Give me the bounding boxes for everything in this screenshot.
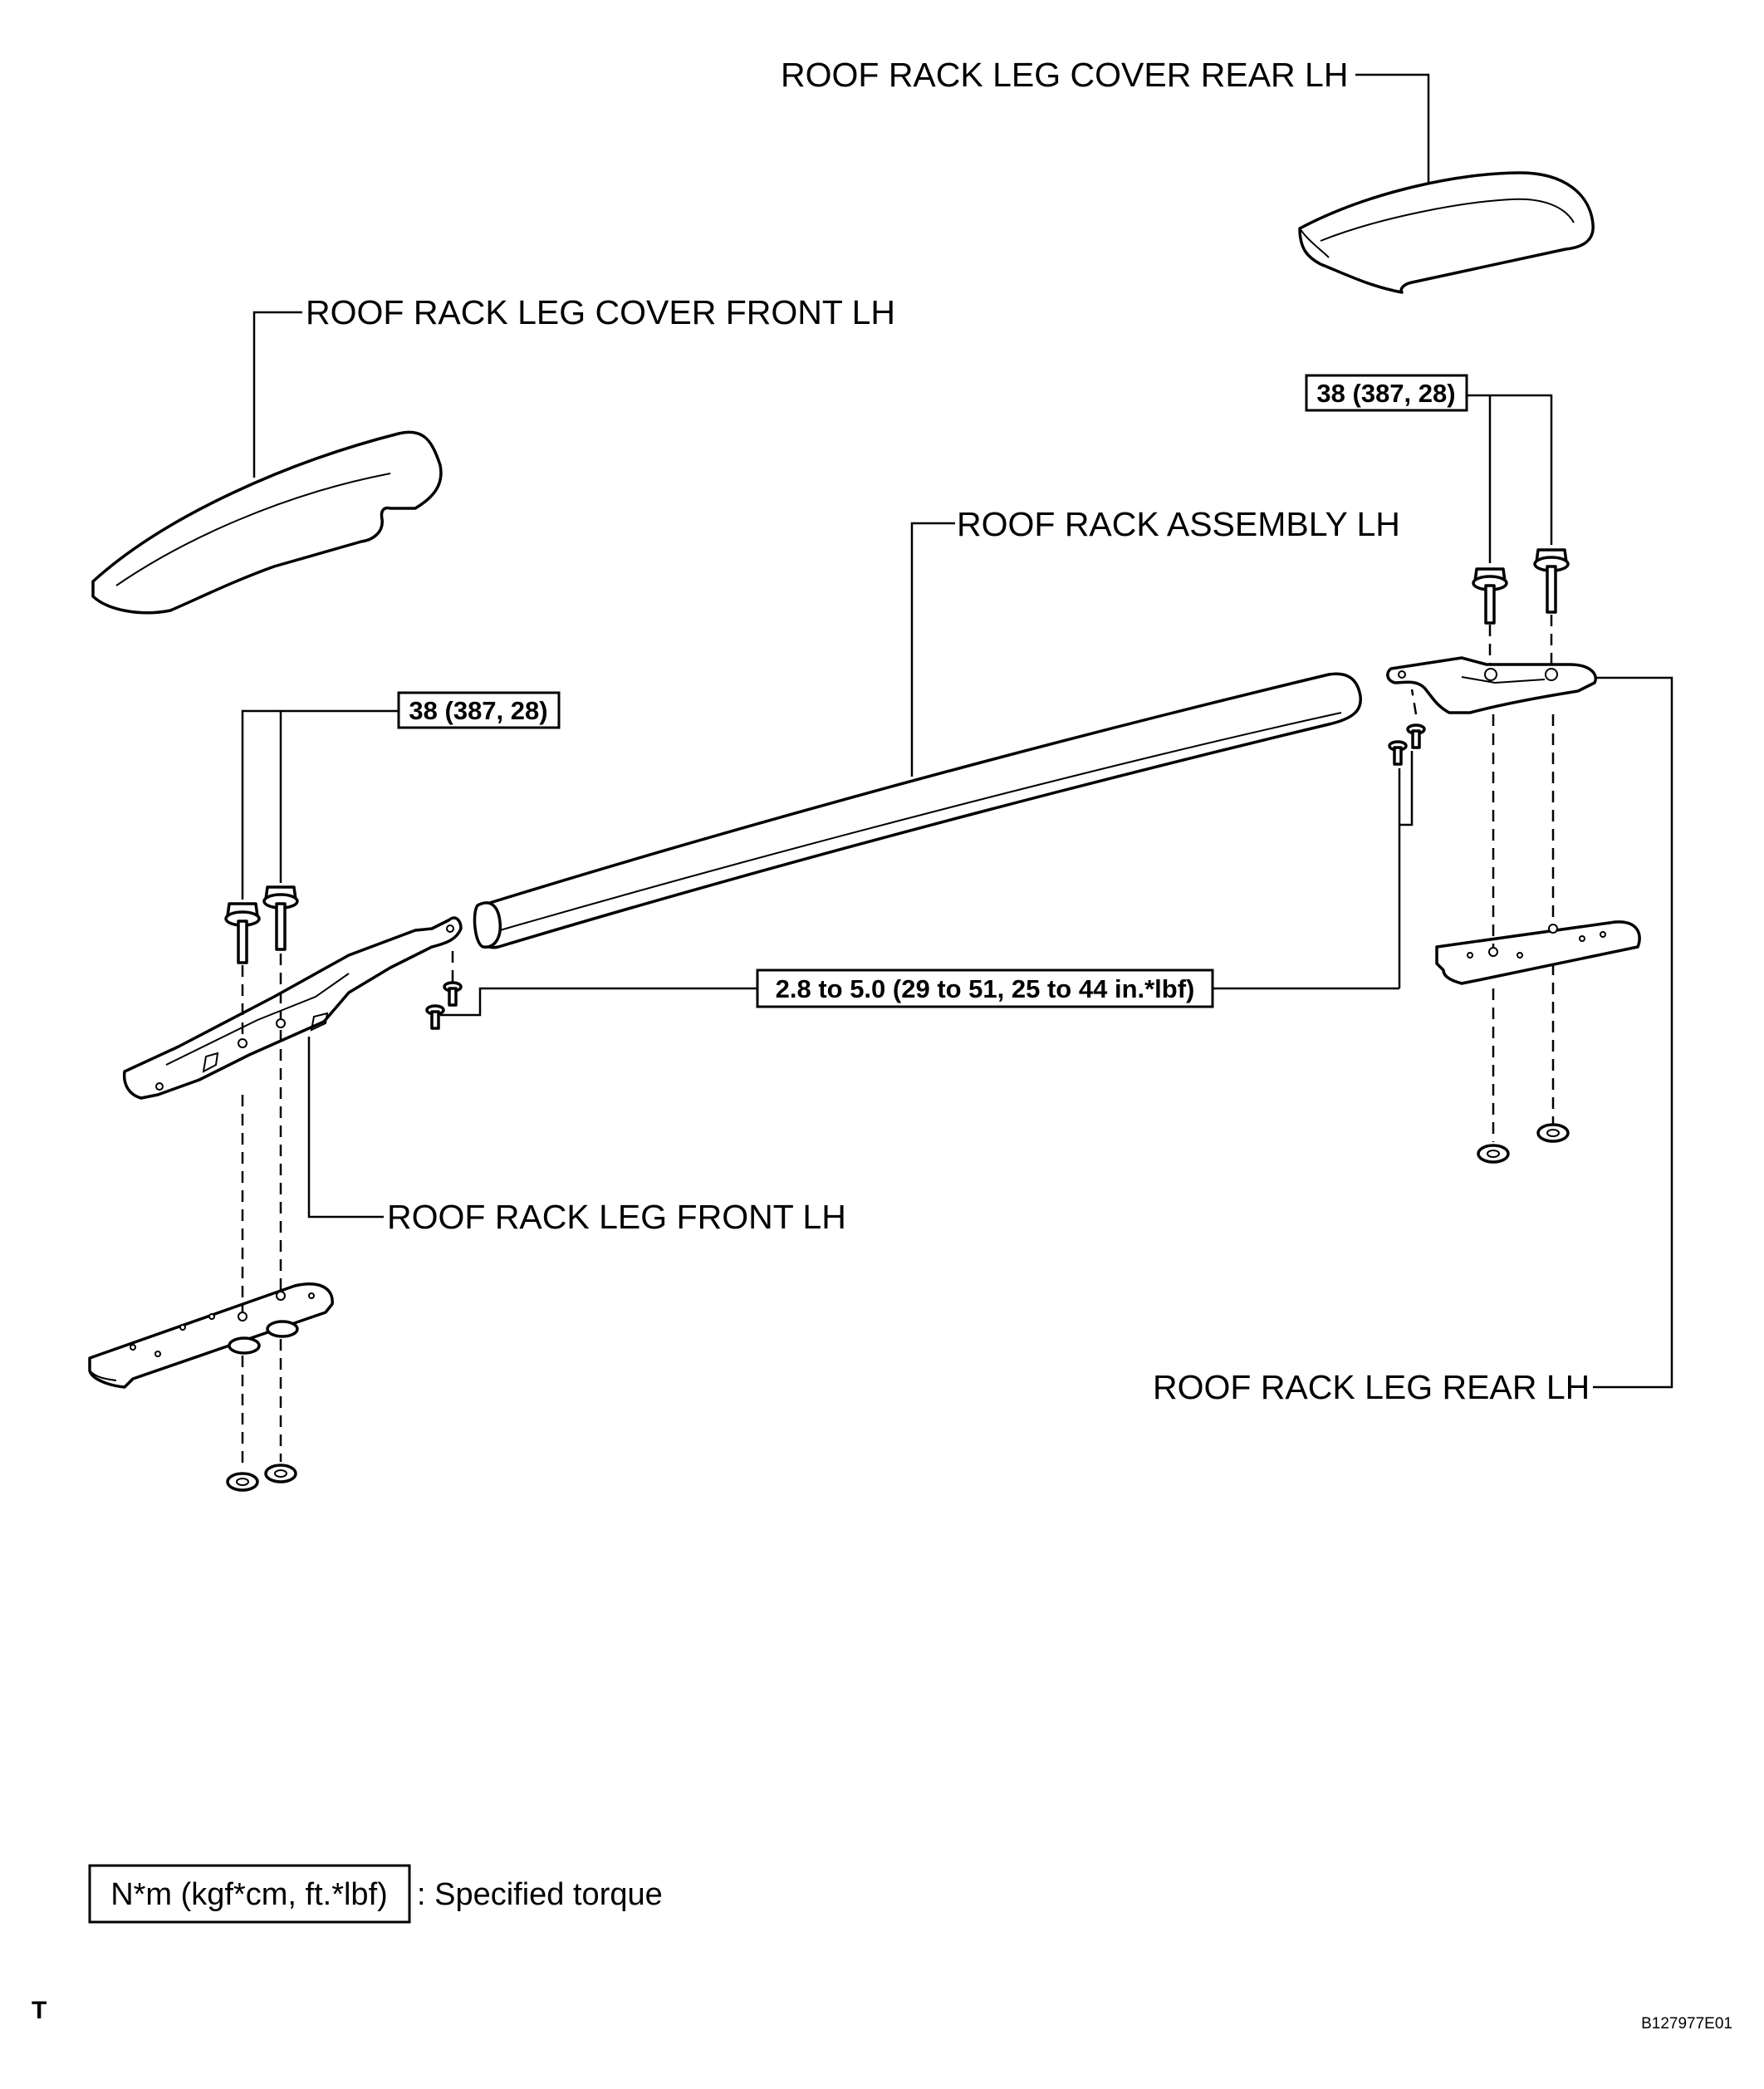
screw-rear-2 — [1406, 723, 1426, 749]
label-assembly: ROOF RACK ASSEMBLY LH — [957, 505, 1400, 543]
hole-icon — [1545, 668, 1558, 681]
rear-base-plate — [1435, 920, 1641, 985]
hole-icon — [1517, 952, 1523, 959]
hole-icon — [1398, 670, 1406, 679]
leader-screws-front — [440, 987, 757, 1017]
leg-cover-rear — [1298, 171, 1595, 294]
centerline — [1410, 689, 1418, 715]
label-cover-front: ROOF RACK LEG COVER FRONT LH — [306, 293, 895, 331]
bolt-front-1 — [224, 902, 261, 964]
hole-icon — [1600, 931, 1606, 938]
torque-box-rear — [1305, 374, 1468, 412]
hole-icon — [154, 1351, 161, 1357]
hole-icon — [130, 1344, 136, 1351]
torque-rack: 2.8 to 5.0 (29 to 51, 25 to 44 in.*lbf) — [776, 974, 1195, 1003]
legend-unit: N*m (kgf*cm, ft.*lbf) — [110, 1877, 388, 1912]
hole-icon — [308, 1292, 315, 1299]
nut-rear-1 — [1477, 1144, 1510, 1164]
legend-box — [88, 1864, 411, 1924]
screw-front-1 — [425, 1004, 445, 1030]
figure-code: B127977E01 — [1641, 2015, 1732, 2033]
screw-rear-1 — [1388, 740, 1408, 766]
hole-icon — [446, 924, 454, 933]
label-cover-rear: ROOF RACK LEG COVER REAR LH — [781, 56, 1348, 94]
nut-front-1 — [226, 1472, 259, 1492]
hole-icon — [208, 1313, 215, 1320]
bolt-rear-2 — [1533, 548, 1570, 614]
nut-rear-2 — [1536, 1123, 1570, 1143]
hole-icon — [155, 1082, 164, 1091]
hole-icon — [276, 1018, 286, 1028]
legend-meaning: : Specified torque — [417, 1877, 663, 1912]
corner-mark: T — [32, 1997, 47, 2024]
leg-front-bracket — [122, 916, 463, 1100]
hole-icon — [238, 1312, 247, 1322]
leader-assembly — [910, 522, 955, 777]
hole-icon — [276, 1291, 286, 1301]
torque-rear: 38 (387, 28) — [1316, 379, 1455, 408]
nut-front-2 — [264, 1464, 297, 1483]
hole-icon — [1579, 935, 1585, 942]
leader-cover-rear — [1355, 73, 1430, 184]
roof-rack-assembly — [473, 672, 1362, 949]
leader-cover-front — [252, 311, 302, 478]
hole-icon — [238, 1038, 247, 1048]
hole-icon — [1488, 947, 1498, 957]
leader-torque-front — [241, 709, 399, 900]
screw-front-2 — [443, 981, 463, 1007]
front-base-plate — [88, 1282, 334, 1389]
leader-screws-rear — [1398, 751, 1414, 826]
label-leg-front: ROOF RACK LEG FRONT LH — [387, 1198, 846, 1236]
label-leg-rear: ROOF RACK LEG REAR LH — [1153, 1368, 1590, 1406]
leader-torque-rear — [1467, 394, 1553, 545]
torque-box-front — [397, 691, 561, 729]
torque-front: 38 (387, 28) — [409, 696, 547, 725]
hole-icon — [1548, 924, 1558, 934]
bolt-rear-1 — [1472, 567, 1508, 625]
leader-leg-rear — [1593, 676, 1673, 1389]
hole-icon — [1467, 952, 1473, 959]
torque-box-rack — [756, 968, 1214, 1008]
hole-icon — [1484, 668, 1497, 681]
hole-icon — [179, 1324, 186, 1331]
bolt-front-2 — [262, 885, 299, 951]
leader-leg-front — [307, 1037, 384, 1219]
leg-rear-bracket — [1386, 656, 1597, 714]
leg-cover-front — [91, 430, 443, 615]
